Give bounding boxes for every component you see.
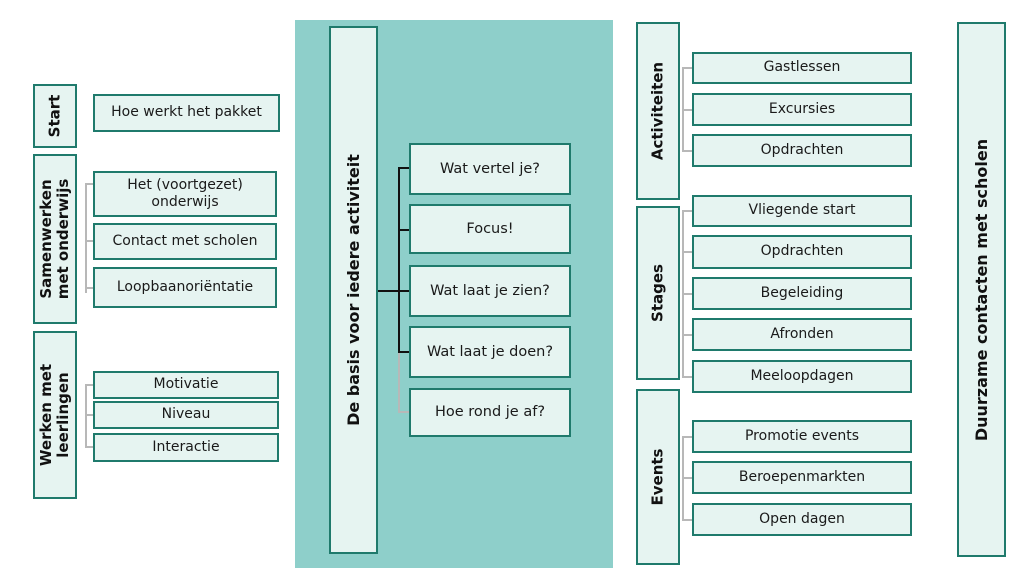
activiteiten-item-2: Excursies	[692, 93, 912, 126]
center-item-3: Wat laat je zien?	[409, 265, 571, 317]
connector	[682, 150, 692, 152]
connector	[85, 240, 93, 242]
connector	[85, 287, 93, 289]
center-label: De basis voor iedere activiteit	[343, 154, 363, 426]
stages-item-5: Meeloopdagen	[692, 360, 912, 393]
samenwerken-label-line2: met onderwijs	[54, 178, 72, 300]
connector	[85, 183, 93, 185]
connector	[682, 109, 692, 111]
connector	[85, 384, 93, 386]
stages-item-1: Vliegende start	[692, 195, 912, 227]
connector	[378, 290, 400, 292]
events-item-2: Beroepenmarkten	[692, 461, 912, 494]
events-item-1: Promotie events	[692, 420, 912, 453]
connector	[85, 446, 93, 448]
connector	[682, 519, 692, 521]
connector	[682, 334, 692, 336]
samenwerken-label-line1: Samenwerken	[36, 179, 55, 299]
center-label-box: De basis voor iedere activiteit	[329, 26, 378, 554]
werken-label: Werken met leerlingen	[36, 363, 73, 467]
samenwerken-item-1: Het (voortgezet) onderwijs	[93, 171, 277, 217]
connector	[682, 477, 692, 479]
stages-item-3: Begeleiding	[692, 277, 912, 310]
events-label: Events	[648, 448, 667, 506]
connector	[682, 210, 692, 212]
center-item-5: Hoe rond je af?	[409, 388, 571, 437]
werken-item-2: Niveau	[93, 401, 279, 429]
werken-label-line1: Werken met	[36, 363, 55, 467]
activiteiten-label-box: Activiteiten	[636, 22, 680, 200]
start-label-box: Start	[33, 84, 77, 148]
connector	[85, 183, 87, 293]
connector	[398, 411, 409, 413]
connector	[398, 167, 400, 353]
connector	[398, 229, 409, 231]
samenwerken-label-box: Samenwerken met onderwijs	[33, 154, 77, 324]
samenwerken-label: Samenwerken met onderwijs	[36, 178, 73, 300]
stages-label: Stages	[648, 264, 667, 322]
samenwerken-item-3: Loopbaanoriëntatie	[93, 267, 277, 308]
center-item-1: Wat vertel je?	[409, 143, 571, 195]
stages-item-2: Opdrachten	[692, 235, 912, 269]
werken-item-3: Interactie	[93, 433, 279, 462]
connector	[85, 414, 93, 416]
side-label-box: Duurzame contacten met scholen	[957, 22, 1006, 557]
connector	[398, 353, 400, 413]
events-label-box: Events	[636, 389, 680, 565]
connector	[682, 67, 692, 69]
werken-label-line2: leerlingen	[54, 372, 72, 458]
connector	[682, 293, 692, 295]
start-item-1: Hoe werkt het pakket	[93, 94, 280, 132]
connector	[398, 290, 409, 292]
center-item-4: Wat laat je doen?	[409, 326, 571, 378]
werken-label-box: Werken met leerlingen	[33, 331, 77, 499]
activiteiten-item-3: Opdrachten	[692, 134, 912, 167]
side-label: Duurzame contacten met scholen	[971, 138, 991, 441]
stages-item-4: Afronden	[692, 318, 912, 351]
start-label: Start	[45, 94, 64, 138]
connector	[682, 376, 692, 378]
events-item-3: Open dagen	[692, 503, 912, 536]
werken-item-1: Motivatie	[93, 371, 279, 399]
samenwerken-item-2: Contact met scholen	[93, 223, 277, 260]
connector	[398, 167, 409, 169]
connector	[682, 251, 692, 253]
connector	[398, 351, 409, 353]
stages-label-box: Stages	[636, 206, 680, 380]
connector	[682, 436, 692, 438]
activiteiten-item-1: Gastlessen	[692, 52, 912, 84]
center-item-2: Focus!	[409, 204, 571, 254]
activiteiten-label: Activiteiten	[648, 61, 667, 161]
